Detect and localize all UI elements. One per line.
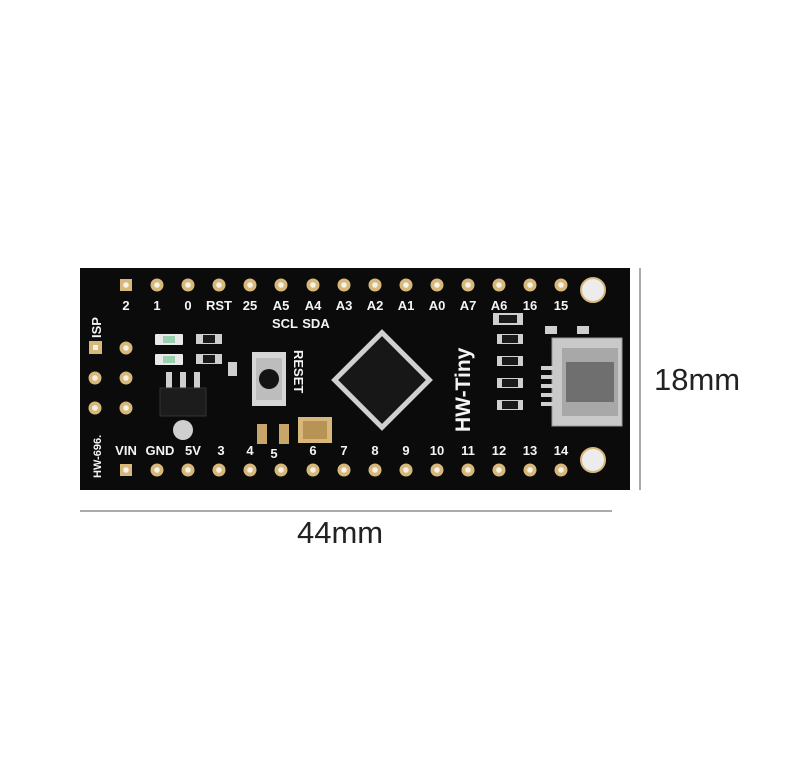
reset-label: RESET xyxy=(291,350,306,393)
mounting-hole-bottom xyxy=(580,447,606,473)
bottom-pin-label: 6 xyxy=(309,443,316,458)
top-pin-pad-hole xyxy=(278,282,284,288)
bottom-pin-pads xyxy=(120,463,568,477)
top-pin-pad-hole xyxy=(403,282,409,288)
top-pin-label: A1 xyxy=(398,298,415,313)
top-pin-labels: 2 1 0 RST 25 A5 A4 A3 A2 A1 A0 A7 A6 16 15 xyxy=(122,298,568,313)
bottom-pin-pad-hole xyxy=(154,467,160,473)
top-pin-label: 25 xyxy=(243,298,257,313)
top-pin-pad-hole xyxy=(154,282,160,288)
micro-usb-connector xyxy=(541,337,623,427)
isp-pin-pad-hole xyxy=(92,405,98,411)
top-pin-pad-hole xyxy=(496,282,502,288)
bottom-pin-label: 5V xyxy=(185,443,201,458)
top-pin-label: 1 xyxy=(153,298,160,313)
brand-label: HW-Tiny xyxy=(452,347,475,432)
voltage-regulator xyxy=(159,372,207,440)
top-pin-label: A2 xyxy=(367,298,384,313)
isp-label: ISP xyxy=(89,317,104,338)
top-pin-pad-hole xyxy=(341,282,347,288)
bottom-pin-label: 10 xyxy=(430,443,444,458)
model-label: HW-696. xyxy=(92,435,104,478)
bottom-pin-pad-hole xyxy=(123,467,129,473)
bottom-pin-label: 3 xyxy=(217,443,224,458)
microcontroller-chip xyxy=(331,329,433,431)
top-pin-pad-hole xyxy=(465,282,471,288)
top-pin-label: 16 xyxy=(523,298,537,313)
top-pin-pad-hole xyxy=(123,282,129,288)
mounting-hole-top xyxy=(580,277,606,303)
isp-header-pads xyxy=(88,341,133,415)
bottom-pin-pad-hole xyxy=(496,467,502,473)
bottom-pin-label: VIN xyxy=(115,443,137,458)
top-pin-label: A4 xyxy=(305,298,322,313)
bottom-pin-label: 14 xyxy=(554,443,569,458)
top-pin-label: A6 xyxy=(491,298,508,313)
resistor-array xyxy=(493,313,589,410)
bottom-pin-label: 11 xyxy=(461,443,475,458)
isp-pad-hole xyxy=(93,345,98,350)
bottom-pin-pad-hole xyxy=(216,467,222,473)
width-dimension-label: 44mm xyxy=(297,515,384,550)
bottom-pin-label: 7 xyxy=(340,443,347,458)
isp-pin-pad-hole xyxy=(123,375,129,381)
bottom-pin-pad-hole xyxy=(310,467,316,473)
bottom-pin-pad-hole xyxy=(465,467,471,473)
top-pin-label: A3 xyxy=(336,298,353,313)
top-pin-pad-hole xyxy=(216,282,222,288)
bottom-pin-label: 12 xyxy=(492,443,506,458)
reset-button-switch xyxy=(252,352,286,406)
height-dimension-label: 18mm xyxy=(654,362,741,397)
bottom-pin-pad-hole xyxy=(527,467,533,473)
crystal-and-capacitors xyxy=(257,417,332,444)
isp-pin-pad-hole xyxy=(92,375,98,381)
top-pin-label: 0 xyxy=(184,298,191,313)
bottom-pin-label: 5 xyxy=(270,446,277,461)
top-pin-pad-hole xyxy=(310,282,316,288)
bottom-pin-pad-hole xyxy=(185,467,191,473)
top-pin-label: A5 xyxy=(273,298,290,313)
bottom-pin-pad-hole xyxy=(247,467,253,473)
top-pin-pads xyxy=(120,278,568,292)
top-pin-pad-hole xyxy=(558,282,564,288)
top-pin-label: 2 xyxy=(122,298,129,313)
bottom-pin-pad-hole xyxy=(558,467,564,473)
led-indicators xyxy=(155,334,237,376)
top-pin-label: 15 xyxy=(554,298,568,313)
bottom-pin-label: 4 xyxy=(246,443,254,458)
top-pin-pad-hole xyxy=(247,282,253,288)
bottom-pin-pad-hole xyxy=(341,467,347,473)
bottom-pin-label: 9 xyxy=(402,443,409,458)
top-pin-pad-hole xyxy=(372,282,378,288)
top-pin-pad-hole xyxy=(434,282,440,288)
top-pin-label: RST xyxy=(206,298,232,313)
top-pin-pad-hole xyxy=(527,282,533,288)
bottom-pin-label: GND xyxy=(146,443,175,458)
bottom-pin-label: 13 xyxy=(523,443,537,458)
top-pin-label: A0 xyxy=(429,298,446,313)
top-pin-label: A7 xyxy=(460,298,477,313)
top-pin-pad-hole xyxy=(185,282,191,288)
isp-pin-pad-hole xyxy=(123,405,129,411)
bottom-pin-pad-hole xyxy=(434,467,440,473)
bottom-pin-labels: VIN GND 5V 3 4 5 6 7 8 9 10 11 12 13 14 xyxy=(115,443,569,461)
scl-label: SCL xyxy=(272,316,298,331)
bottom-pin-pad-hole xyxy=(278,467,284,473)
bottom-pin-pad-hole xyxy=(372,467,378,473)
bottom-pin-pad-hole xyxy=(403,467,409,473)
bottom-pin-label: 8 xyxy=(371,443,378,458)
isp-pin-pad-hole xyxy=(123,345,129,351)
sda-label: SDA xyxy=(302,316,330,331)
